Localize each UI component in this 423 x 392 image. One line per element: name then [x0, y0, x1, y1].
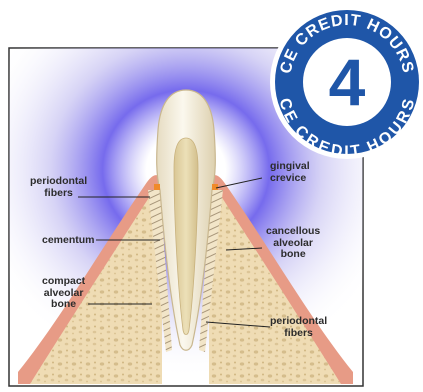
label-periodontal-fibers-left: periodontal fibers	[30, 176, 87, 199]
crevice-marker-right	[212, 184, 218, 190]
label-cancellous-alveolar-bone: cancellous alveolar bone	[266, 226, 320, 261]
label-compact-alveolar-bone: compact alveolar bone	[42, 276, 85, 311]
label-gingival-crevice: gingival crevice	[270, 161, 310, 184]
badge-number: 4	[329, 45, 366, 119]
label-cementum: cementum	[42, 235, 95, 247]
crevice-marker-left	[154, 184, 160, 190]
label-periodontal-fibers-right: periodontal fibers	[270, 316, 327, 339]
